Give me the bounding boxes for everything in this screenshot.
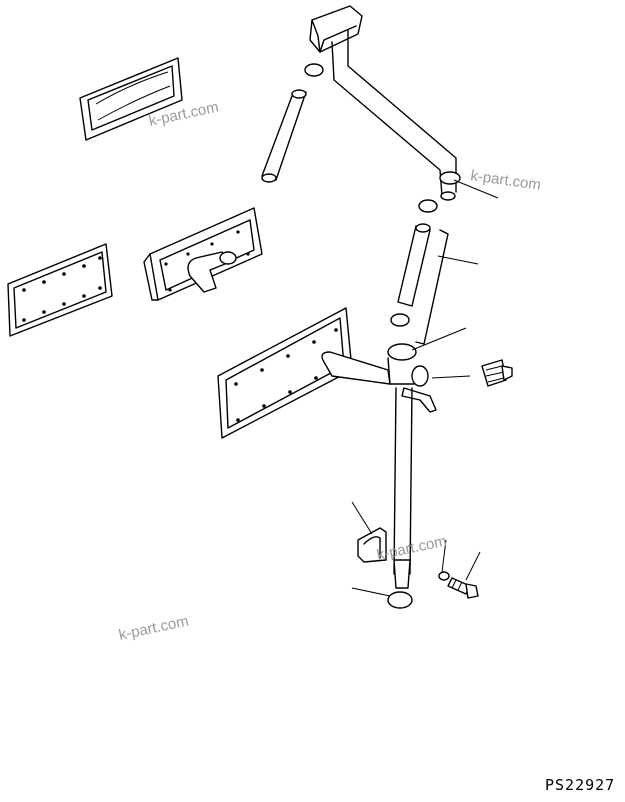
cover-plate-middle <box>143 207 263 301</box>
watermark-2: k-part.com <box>469 167 542 194</box>
drain-pipe <box>393 387 413 589</box>
drain-cap <box>387 591 413 609</box>
bracket <box>357 527 387 563</box>
plug <box>481 359 513 387</box>
gasket-left <box>7 243 113 337</box>
part-number: PS22927 <box>545 776 615 794</box>
watermark-4: k-part.com <box>117 613 190 644</box>
top-cap <box>309 5 363 53</box>
washer <box>438 571 450 581</box>
slanted-pipe <box>331 29 457 197</box>
bolt <box>447 577 479 599</box>
leader-lines <box>351 179 499 597</box>
gasket-top <box>79 57 183 141</box>
tee-joint <box>321 343 437 413</box>
right-hose-assembly <box>390 171 461 345</box>
